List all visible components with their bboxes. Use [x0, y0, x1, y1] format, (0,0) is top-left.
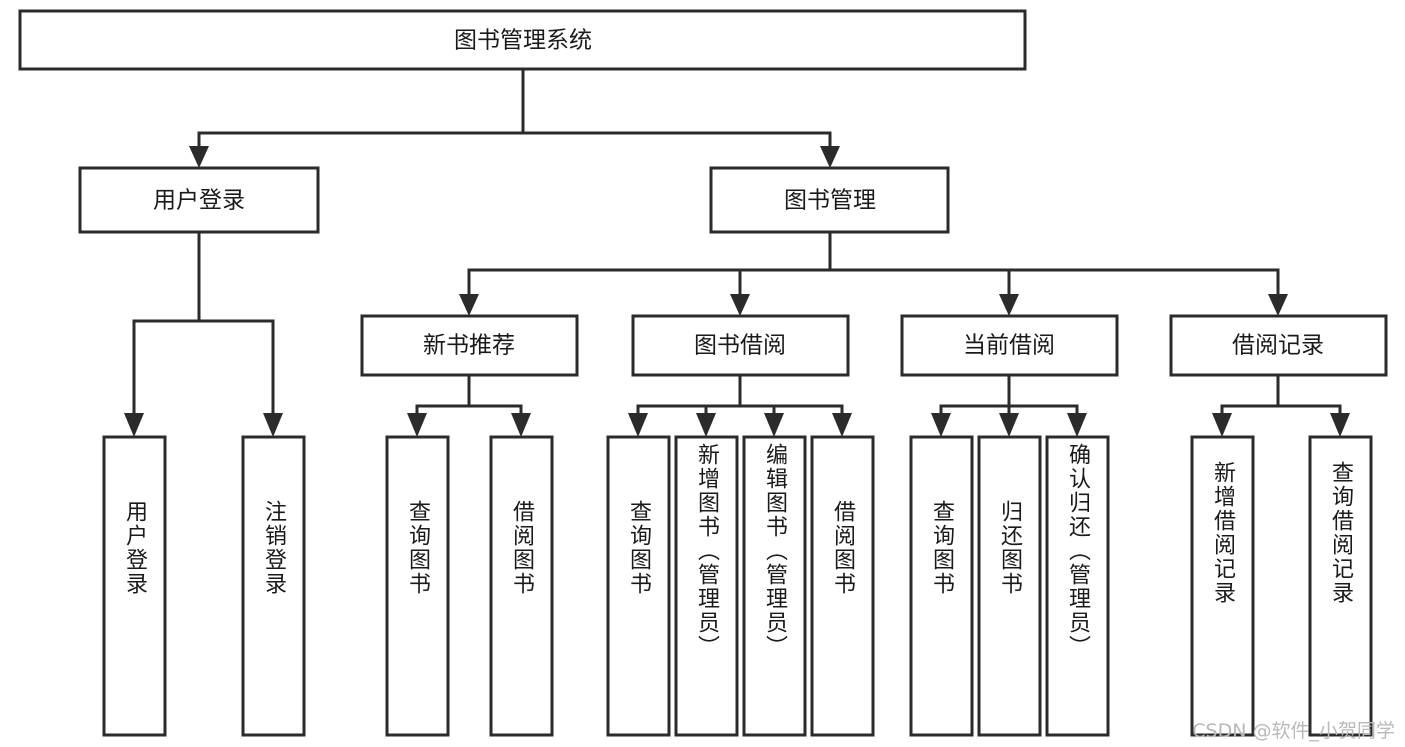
arrow-cb-leaf-3: [1067, 413, 1087, 437]
arrow-bb-leaf-3: [764, 413, 784, 437]
leaf-box-bb-search-book[interactable]: [606, 435, 671, 737]
leaf-box-user-login[interactable]: [102, 435, 167, 737]
arrow-bb-leaf-2: [696, 413, 716, 437]
leaf-box-br-add-record[interactable]: [1190, 435, 1255, 737]
arrow-bb-leaf-1: [628, 413, 648, 437]
book-borrow-label: 图书借阅: [694, 333, 786, 359]
arrow-to-book-mgmt: [820, 146, 840, 168]
new-book-recommend-label: 新书推荐: [423, 333, 515, 359]
arrow-to-current-borrow: [999, 294, 1019, 316]
leaf-box-layer[interactable]: [102, 435, 1373, 737]
leaf-box-cb-return-book[interactable]: [977, 435, 1042, 737]
leaf-box-logout[interactable]: [241, 435, 306, 737]
node-borrow-record[interactable]: 借阅记录: [1169, 314, 1388, 377]
leaf-box-cb-confirm-return-admin[interactable]: [1045, 435, 1110, 737]
user-login-label: 用户登录: [153, 188, 245, 214]
connector-layer: [124, 67, 1350, 437]
leaf-box-nbr-search-book[interactable]: [385, 435, 450, 737]
arrow-nbr-leaf-2: [511, 413, 531, 437]
leaf-box-cb-search-book[interactable]: [909, 435, 974, 737]
book-borrow-box[interactable]: [631, 314, 850, 377]
leaf-box-bb-edit-book-admin[interactable]: [742, 435, 807, 737]
arrow-to-leaf-logout: [263, 413, 283, 437]
book-management-label: 图书管理: [784, 188, 876, 214]
arrow-to-new-book-rec: [459, 294, 479, 316]
node-book-borrow[interactable]: 图书借阅: [631, 314, 850, 377]
node-new-book-recommend[interactable]: 新书推荐: [360, 314, 579, 377]
arrow-to-user-login: [189, 146, 209, 168]
leaf-box-bb-borrow-book[interactable]: [810, 435, 875, 737]
arrow-br-leaf-2: [1330, 413, 1350, 437]
node-root-system[interactable]: 图书管理系统: [18, 9, 1027, 71]
arrow-br-leaf-1: [1212, 413, 1232, 437]
leaf-box-br-search-record[interactable]: [1308, 435, 1373, 737]
node-current-borrow[interactable]: 当前借阅: [900, 314, 1119, 377]
arrow-bb-leaf-4: [832, 413, 852, 437]
arrow-to-book-borrow: [730, 294, 750, 316]
borrow-record-label: 借阅记录: [1232, 333, 1324, 359]
arrow-cb-leaf-1: [931, 413, 951, 437]
current-borrow-label: 当前借阅: [963, 333, 1055, 359]
leaf-box-nbr-borrow-book[interactable]: [489, 435, 554, 737]
root-label: 图书管理系统: [454, 28, 592, 54]
book-management-box[interactable]: [709, 166, 950, 234]
node-user-login[interactable]: 用户登录: [78, 166, 320, 234]
arrow-to-leaf-user-login: [124, 413, 144, 437]
node-book-management[interactable]: 图书管理: [709, 166, 950, 234]
new-book-recommend-box[interactable]: [360, 314, 579, 377]
arrow-to-borrow-record: [1268, 294, 1288, 316]
current-borrow-box[interactable]: [900, 314, 1119, 377]
leaf-box-bb-add-book-admin[interactable]: [674, 435, 739, 737]
root-box[interactable]: [18, 9, 1027, 71]
borrow-record-box[interactable]: [1169, 314, 1388, 377]
arrow-cb-leaf-2: [999, 413, 1019, 437]
user-login-box[interactable]: [78, 166, 320, 234]
arrow-nbr-leaf-1: [407, 413, 427, 437]
